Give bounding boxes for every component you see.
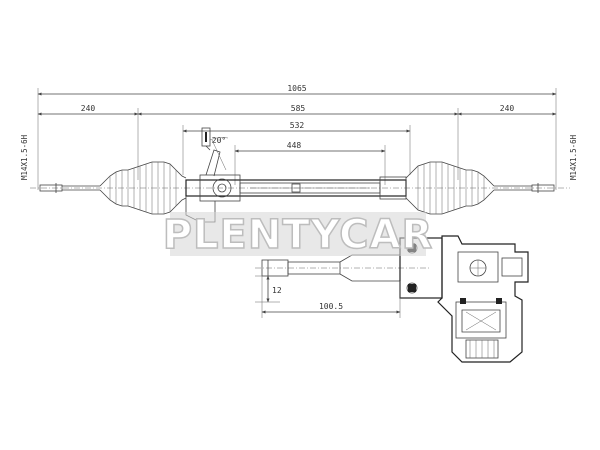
right-boot [405, 161, 495, 215]
dim-label-left-end: 240 [81, 104, 96, 113]
right-tie-rod [494, 183, 555, 193]
dim-label-housing: 532 [290, 121, 305, 130]
steering-rack [30, 127, 570, 223]
dim-label-overall: 1065 [287, 84, 306, 93]
dim-label-center: 585 [291, 104, 306, 113]
thread-label-left: M14X1.5-6H [20, 134, 29, 180]
thread-label-right: M14X1.5-6H [569, 134, 578, 180]
rack-housing [185, 174, 407, 223]
pinion-shaft [201, 127, 229, 177]
dim-label-shaft-offset: 12 [272, 286, 282, 295]
dimension-labels: 1065 240 585 240 532 448 20° [81, 84, 515, 150]
dim-label-right-end: 240 [500, 104, 515, 113]
dimension-lines [37, 88, 557, 190]
gearbox-housing [437, 235, 529, 363]
dim-label-rack: 448 [287, 141, 302, 150]
watermark: PLENTYCAR [162, 211, 434, 259]
left-tie-rod [39, 183, 100, 193]
dim-label-angle: 20° [212, 136, 226, 145]
watermark-logo-text: PLENTYCAR [163, 212, 434, 258]
dim-label-shaft-length: 100.5 [319, 302, 343, 311]
left-boot [99, 161, 187, 215]
